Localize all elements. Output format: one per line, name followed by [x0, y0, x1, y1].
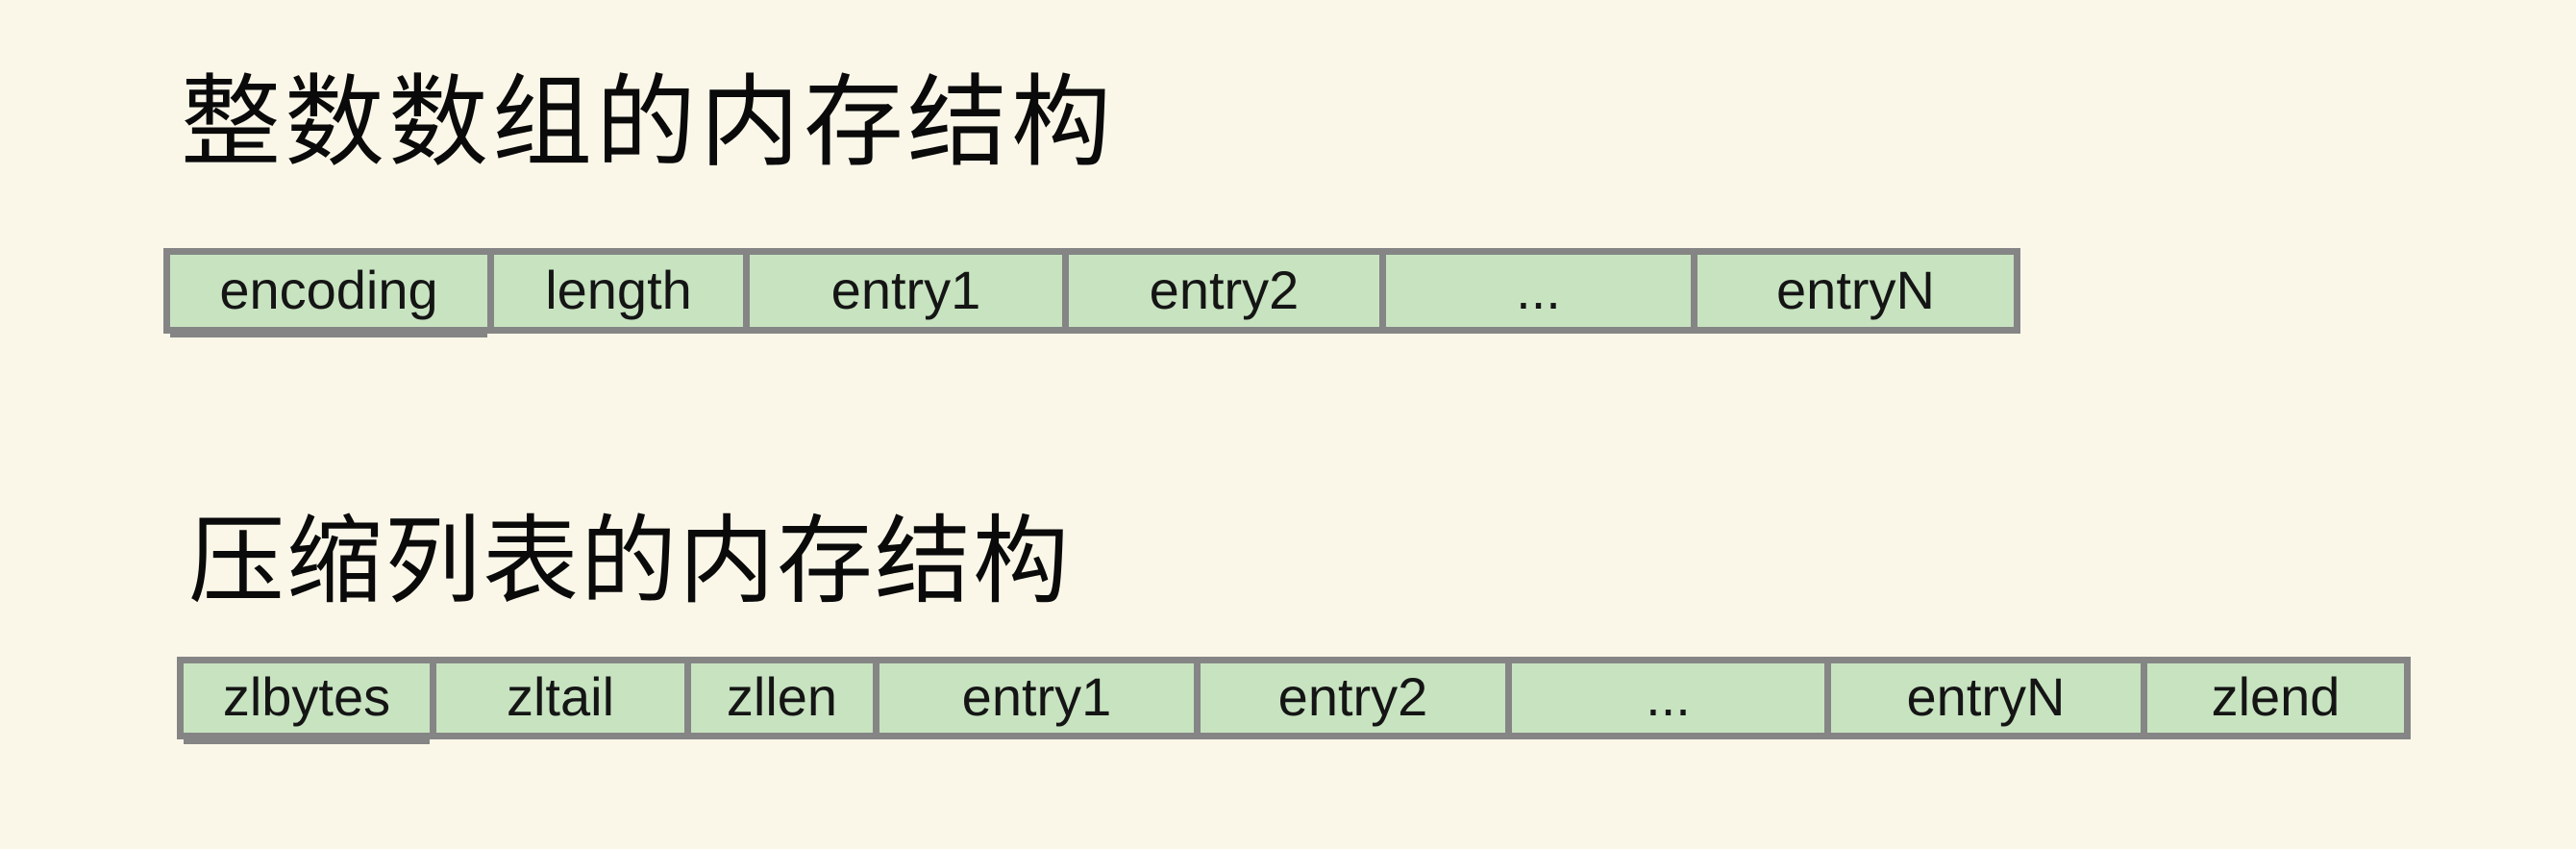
- cell-entry1: entry1: [879, 663, 1194, 733]
- cell-entryN: entryN: [1831, 663, 2141, 733]
- ziplist-title: 压缩列表的内存结构: [188, 508, 1071, 615]
- cell-zllen: zllen: [691, 663, 873, 733]
- intset-memory-row: encoding length entry1 entry2 ... entryN: [163, 248, 2020, 334]
- cell-encoding: encoding: [170, 255, 487, 327]
- cell-entryN: entryN: [1697, 255, 2014, 327]
- cell-zlbytes: zlbytes: [184, 663, 430, 733]
- ziplist-memory-row: zlbytes zltail zllen entry1 entry2 ... e…: [177, 657, 2411, 739]
- cell-length: length: [494, 255, 743, 327]
- cell-entry1: entry1: [750, 255, 1062, 327]
- cell-ellipsis: ...: [1386, 255, 1691, 327]
- cell-zlend: zlend: [2147, 663, 2404, 733]
- cell-ellipsis: ...: [1512, 663, 1824, 733]
- cell-entry2: entry2: [1201, 663, 1505, 733]
- cell-zltail: zltail: [436, 663, 684, 733]
- cell-entry2: entry2: [1069, 255, 1379, 327]
- intset-title: 整数数组的内存结构: [181, 67, 1116, 179]
